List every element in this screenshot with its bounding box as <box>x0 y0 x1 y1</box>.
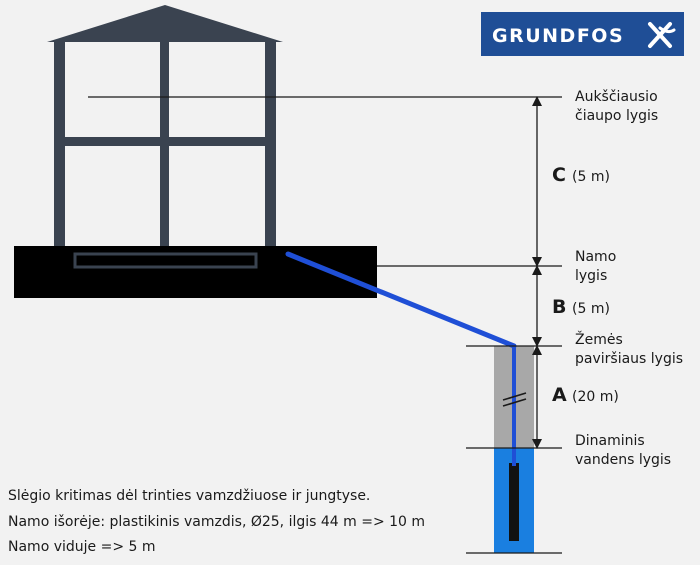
house <box>47 5 283 254</box>
label-house-level-1: Namo <box>575 249 616 265</box>
logo-x-icon <box>648 22 676 48</box>
label-house-level-2: lygis <box>575 268 607 284</box>
house-wall-center <box>160 42 169 254</box>
well-break-mark <box>502 392 527 407</box>
dimension-b-value: (5 m) <box>572 301 610 317</box>
label-highest-tap-2: čiaupo lygis <box>575 108 658 124</box>
house-roof <box>47 5 283 42</box>
label-highest-tap-1: Aukščiausio <box>575 89 658 105</box>
dimension-c-letter: C <box>552 164 566 186</box>
note-line-2: Namo išorėje: plastikinis vamzdis, Ø25, … <box>8 514 425 530</box>
foundation-base-slot <box>73 252 258 269</box>
well <box>494 346 534 553</box>
house-wall-right <box>265 42 276 254</box>
level-labels: Aukščiausio čiaupo lygis Namo lygis Žemė… <box>575 89 683 468</box>
logo-text: GRUNDFOS <box>492 25 624 47</box>
level-lines <box>88 96 562 554</box>
friction-notes: Slėgio kritimas dėl trinties vamzdžiuose… <box>8 488 425 555</box>
supply-pipe <box>285 251 517 349</box>
note-line-1: Slėgio kritimas dėl trinties vamzdžiuose… <box>8 488 370 504</box>
dimension-b-letter: B <box>552 296 566 318</box>
dimension-labels: C (5 m) B (5 m) A (20 m) <box>552 164 619 406</box>
note-line-3: Namo viduje => 5 m <box>8 539 156 555</box>
dimension-a-letter: A <box>552 384 567 406</box>
dimension-c-value: (5 m) <box>572 169 610 185</box>
well-pump <box>509 463 519 541</box>
label-ground-surface-2: paviršiaus lygis <box>575 351 683 367</box>
house-wall-left <box>54 42 65 254</box>
grundfos-logo: GRUNDFOS <box>481 12 684 56</box>
logo-background <box>481 12 684 56</box>
foundation <box>14 246 377 298</box>
label-ground-surface-1: Žemės <box>575 330 623 348</box>
label-dynamic-water-1: Dinaminis <box>575 433 645 449</box>
dimension-a-value: (20 m) <box>572 389 619 405</box>
house-floor <box>54 137 276 146</box>
label-dynamic-water-2: vandens lygis <box>575 452 671 468</box>
